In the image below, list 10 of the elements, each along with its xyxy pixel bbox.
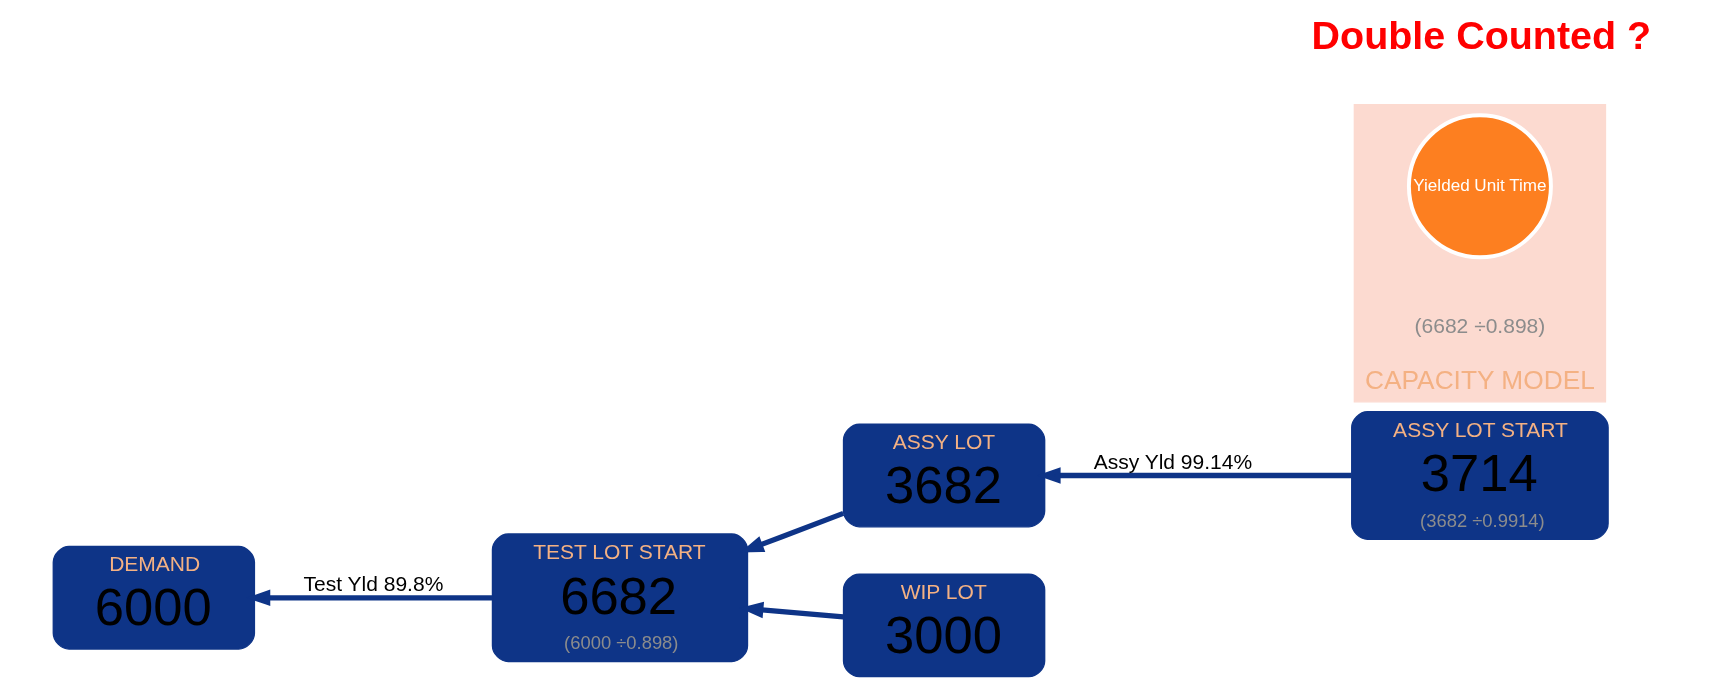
- node-box: DEMAND 6000: [52, 545, 255, 650]
- node-box: TEST LOT START 6682 (6000 ÷0.898): [491, 533, 748, 663]
- node-box: ASSY LOT START 3714 (3682 ÷0.9914): [1350, 411, 1609, 540]
- label: Double Counted ?: [1311, 12, 1651, 57]
- node-label: (6682 ÷0.898): [1414, 314, 1545, 338]
- edge-label: Assy Yld 99.14%: [1093, 449, 1252, 473]
- edge-label: Test Yld 89.8%: [303, 571, 443, 595]
- node-box: ASSY LOT 3682: [842, 423, 1045, 528]
- node-box: WIP LOT 3000: [842, 573, 1045, 678]
- node-circle: Yielded Unit Time: [1406, 113, 1553, 260]
